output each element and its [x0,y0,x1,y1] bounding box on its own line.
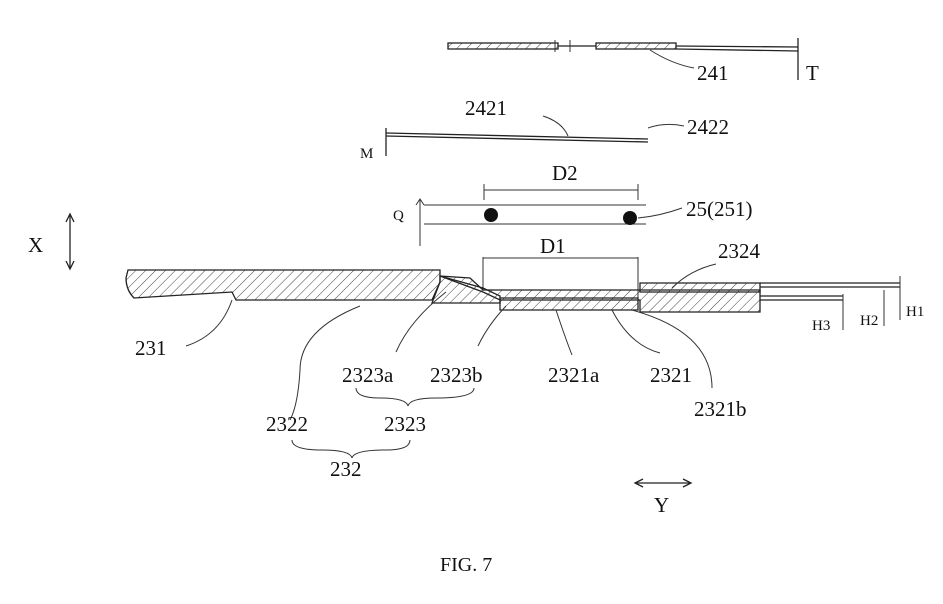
axis-label-x: X [28,233,43,257]
axis-label-y: Y [654,493,669,517]
label-h1: H1 [906,304,924,320]
label-2321b: 2321b [694,397,747,421]
spacer-ball-left [484,208,498,222]
label-25-251: 25(251) [686,197,753,221]
spacer-ball-right [623,211,637,225]
label-d1: D1 [540,234,566,258]
label-232: 232 [330,457,362,481]
label-h2: H2 [860,313,878,329]
label-2323a: 2323a [342,363,394,387]
label-2322: 2322 [266,412,308,436]
label-241: 241 [697,61,729,85]
label-2323b: 2323b [430,363,483,387]
label-d2: D2 [552,161,578,185]
label-2321: 2321 [650,363,692,387]
base-structure [126,257,900,458]
y-direction-arrow [635,479,691,487]
label-2324: 2324 [718,239,761,263]
label-q: Q [393,208,404,224]
label-t: T [806,61,819,85]
label-2422: 2422 [687,115,729,139]
layer-241 [448,38,798,80]
label-231: 231 [135,336,167,360]
label-2421: 2421 [465,96,507,120]
label-2321a: 2321a [548,363,600,387]
layer-242 [386,116,684,156]
x-direction-arrow [66,214,74,269]
label-h3: H3 [812,318,830,334]
figure-caption: FIG. 7 [440,554,492,576]
label-m: M [360,146,373,162]
label-2323: 2323 [384,412,426,436]
